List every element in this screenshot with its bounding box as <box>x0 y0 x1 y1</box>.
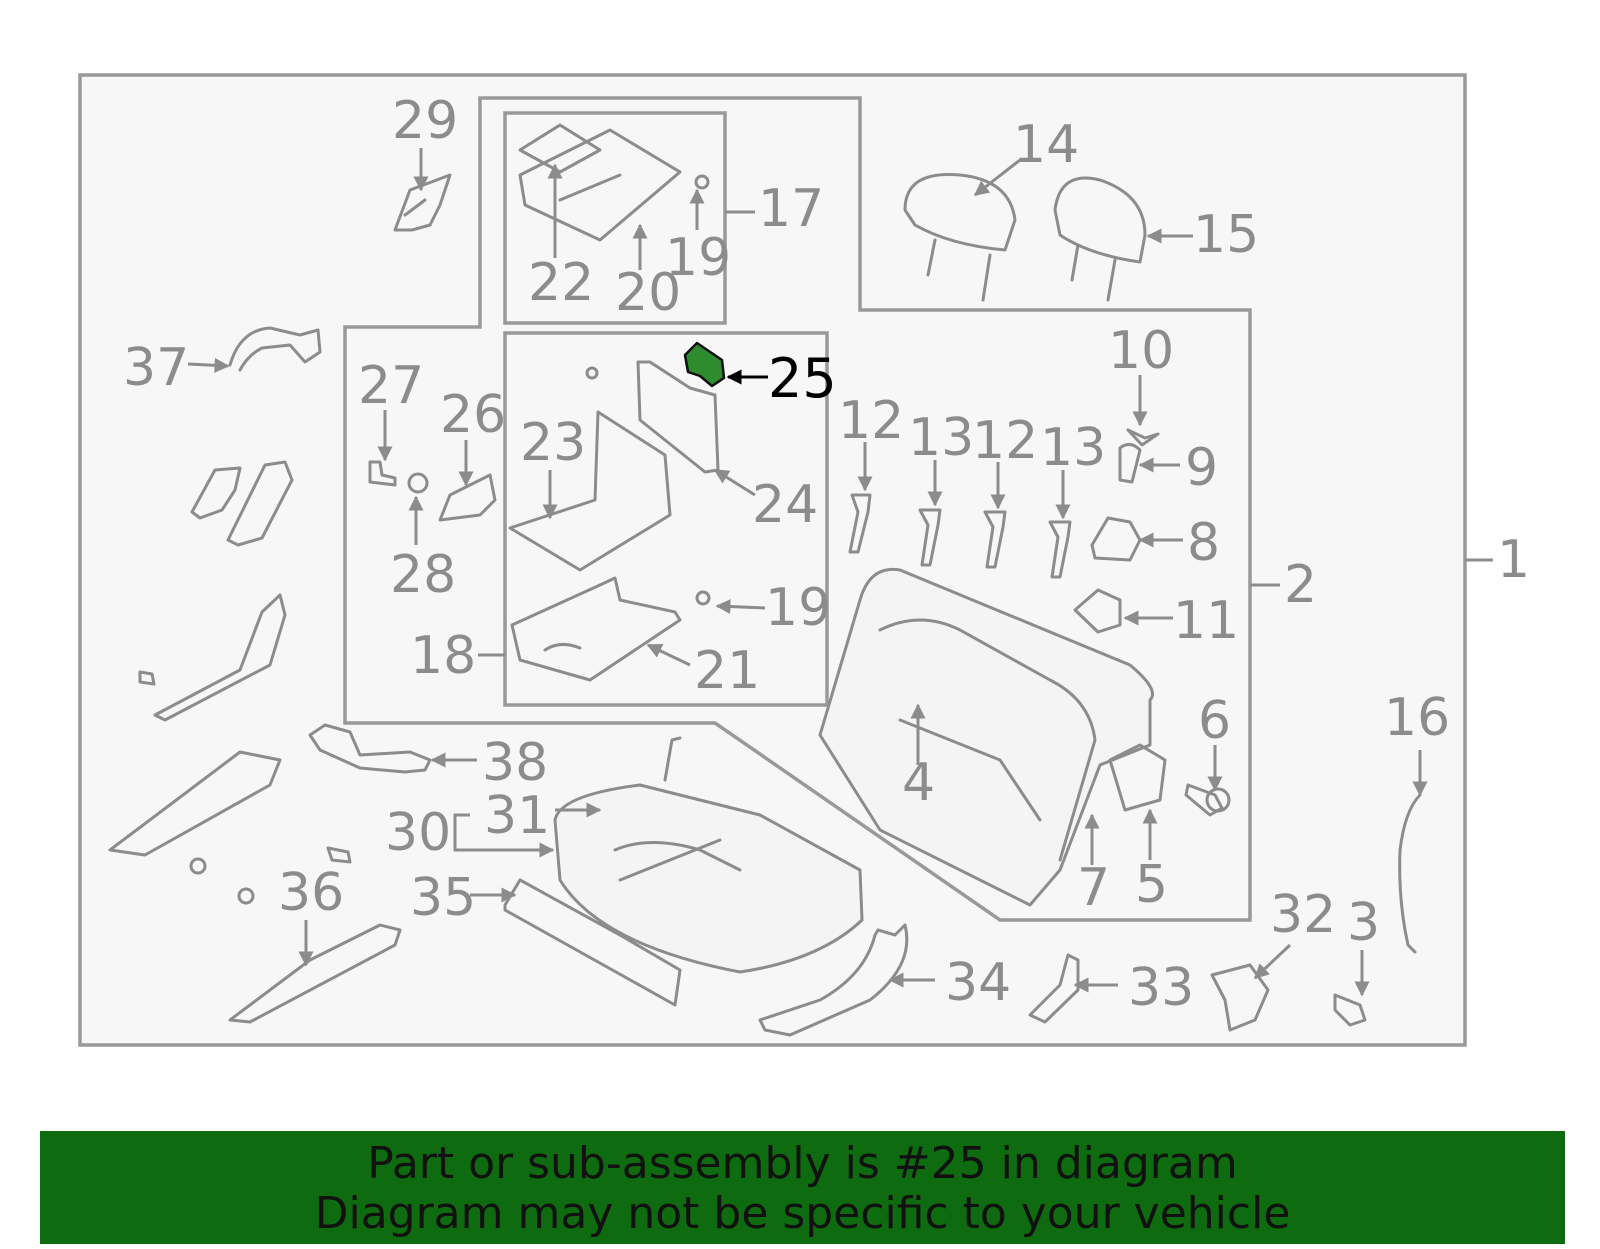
part-lower-rail <box>108 750 282 857</box>
part-10-clip <box>1126 428 1160 447</box>
part-5-latch <box>1108 743 1167 812</box>
label-27: 27 <box>358 356 424 416</box>
label-28: 28 <box>390 545 456 605</box>
label-13a: 13 <box>908 408 974 468</box>
label-9: 9 <box>1185 438 1218 498</box>
label-22: 22 <box>528 253 594 313</box>
group-box-18 <box>503 331 829 707</box>
arrow-37 <box>187 357 230 373</box>
banner-line-2: Diagram may not be specific to your vehi… <box>314 1188 1291 1239</box>
part-clip-2 <box>237 887 255 905</box>
part-side-rail <box>153 593 287 722</box>
label-1: 1 <box>1497 530 1530 590</box>
label-11: 11 <box>1173 591 1239 651</box>
label-26: 26 <box>440 385 506 445</box>
part-32-bracket <box>1210 963 1270 1032</box>
arrow-32 <box>1253 943 1292 980</box>
label-38: 38 <box>482 733 548 793</box>
part-33-trim <box>1028 953 1080 1024</box>
part-trim-cover-left <box>190 466 242 520</box>
part-22-armrest-lid <box>518 123 602 174</box>
label-7: 7 <box>1077 858 1110 918</box>
label-12a: 12 <box>838 391 904 451</box>
label-20: 20 <box>615 263 681 323</box>
part-28-washer <box>407 472 429 494</box>
part-13-guide <box>918 508 942 567</box>
part-19-screw <box>695 590 711 606</box>
part-19-screw-top <box>694 174 710 190</box>
label-30: 30 <box>385 803 451 863</box>
part-11-bracket <box>1073 588 1122 634</box>
label-36: 36 <box>278 863 344 923</box>
part-26-clip <box>438 473 497 522</box>
label-32: 32 <box>1270 885 1336 945</box>
group-box-17 <box>503 111 727 325</box>
part-bolt-small <box>326 846 352 864</box>
label-33: 33 <box>1128 958 1194 1018</box>
label-18: 18 <box>410 626 476 686</box>
part-14-headrest <box>903 172 1017 302</box>
label-5: 5 <box>1135 855 1168 915</box>
arrow-14 <box>973 158 1021 197</box>
part-29-bracket <box>393 173 452 232</box>
label-19b: 19 <box>765 578 831 638</box>
part-30-seat-cushion <box>553 783 864 974</box>
part-4-seat-back <box>818 567 1154 907</box>
part-37-wire-harness <box>228 326 322 372</box>
part-trim-hinge-cover <box>226 460 294 547</box>
part-38-harness <box>308 723 432 774</box>
part-30-seat-detail <box>613 838 742 882</box>
arrow-24 <box>713 468 756 497</box>
label-2: 2 <box>1284 555 1317 615</box>
label-35: 35 <box>410 868 476 928</box>
part-3-bolt <box>1333 993 1367 1027</box>
label-37: 37 <box>123 338 189 398</box>
label-12b: 12 <box>972 411 1038 471</box>
part-31-hook <box>663 736 682 782</box>
arrow-19b <box>715 599 766 615</box>
label-25: 25 <box>768 347 837 410</box>
label-10: 10 <box>1108 321 1174 381</box>
part-35-rail <box>503 878 682 1007</box>
part-13-guide-2 <box>1048 520 1072 579</box>
label-29: 29 <box>392 91 458 151</box>
part-23-tray <box>508 410 672 572</box>
part-15-headrest <box>1053 176 1147 302</box>
part-9-pin <box>1118 443 1142 484</box>
label-14: 14 <box>1013 115 1079 175</box>
label-34: 34 <box>945 953 1011 1013</box>
label-31: 31 <box>484 786 550 846</box>
part-24-back-panel <box>636 360 720 474</box>
label-13b: 13 <box>1040 418 1106 478</box>
label-6: 6 <box>1198 691 1231 751</box>
label-17: 17 <box>758 179 824 239</box>
label-19a: 19 <box>665 228 731 288</box>
part-20-armrest-body <box>518 128 682 242</box>
arrow-21 <box>646 643 691 667</box>
label-16: 16 <box>1384 688 1450 748</box>
label-24: 24 <box>752 475 818 535</box>
part-4-seat-back-detail <box>878 618 1097 862</box>
label-15: 15 <box>1193 205 1259 265</box>
part-12-guide-2 <box>983 510 1007 569</box>
label-3: 3 <box>1347 893 1380 953</box>
part-21-cupholder <box>510 576 682 682</box>
label-8: 8 <box>1187 513 1220 573</box>
part-34-trim <box>758 923 909 1037</box>
label-21: 21 <box>694 641 760 701</box>
part-27-bolt <box>368 460 397 487</box>
group-box-2 <box>343 96 1252 922</box>
info-banner: Part or sub-assembly is #25 in diagram D… <box>40 1131 1565 1244</box>
part-clip-1 <box>189 857 207 875</box>
part-16-cable <box>1398 793 1422 954</box>
part-small-screw <box>585 366 599 380</box>
part-12-guide <box>848 493 872 554</box>
part-bolt-small-2 <box>138 670 156 686</box>
label-4: 4 <box>902 753 935 813</box>
part-25-highlighted <box>683 341 726 388</box>
label-23: 23 <box>520 413 586 473</box>
banner-line-1: Part or sub-assembly is #25 in diagram <box>367 1138 1238 1189</box>
